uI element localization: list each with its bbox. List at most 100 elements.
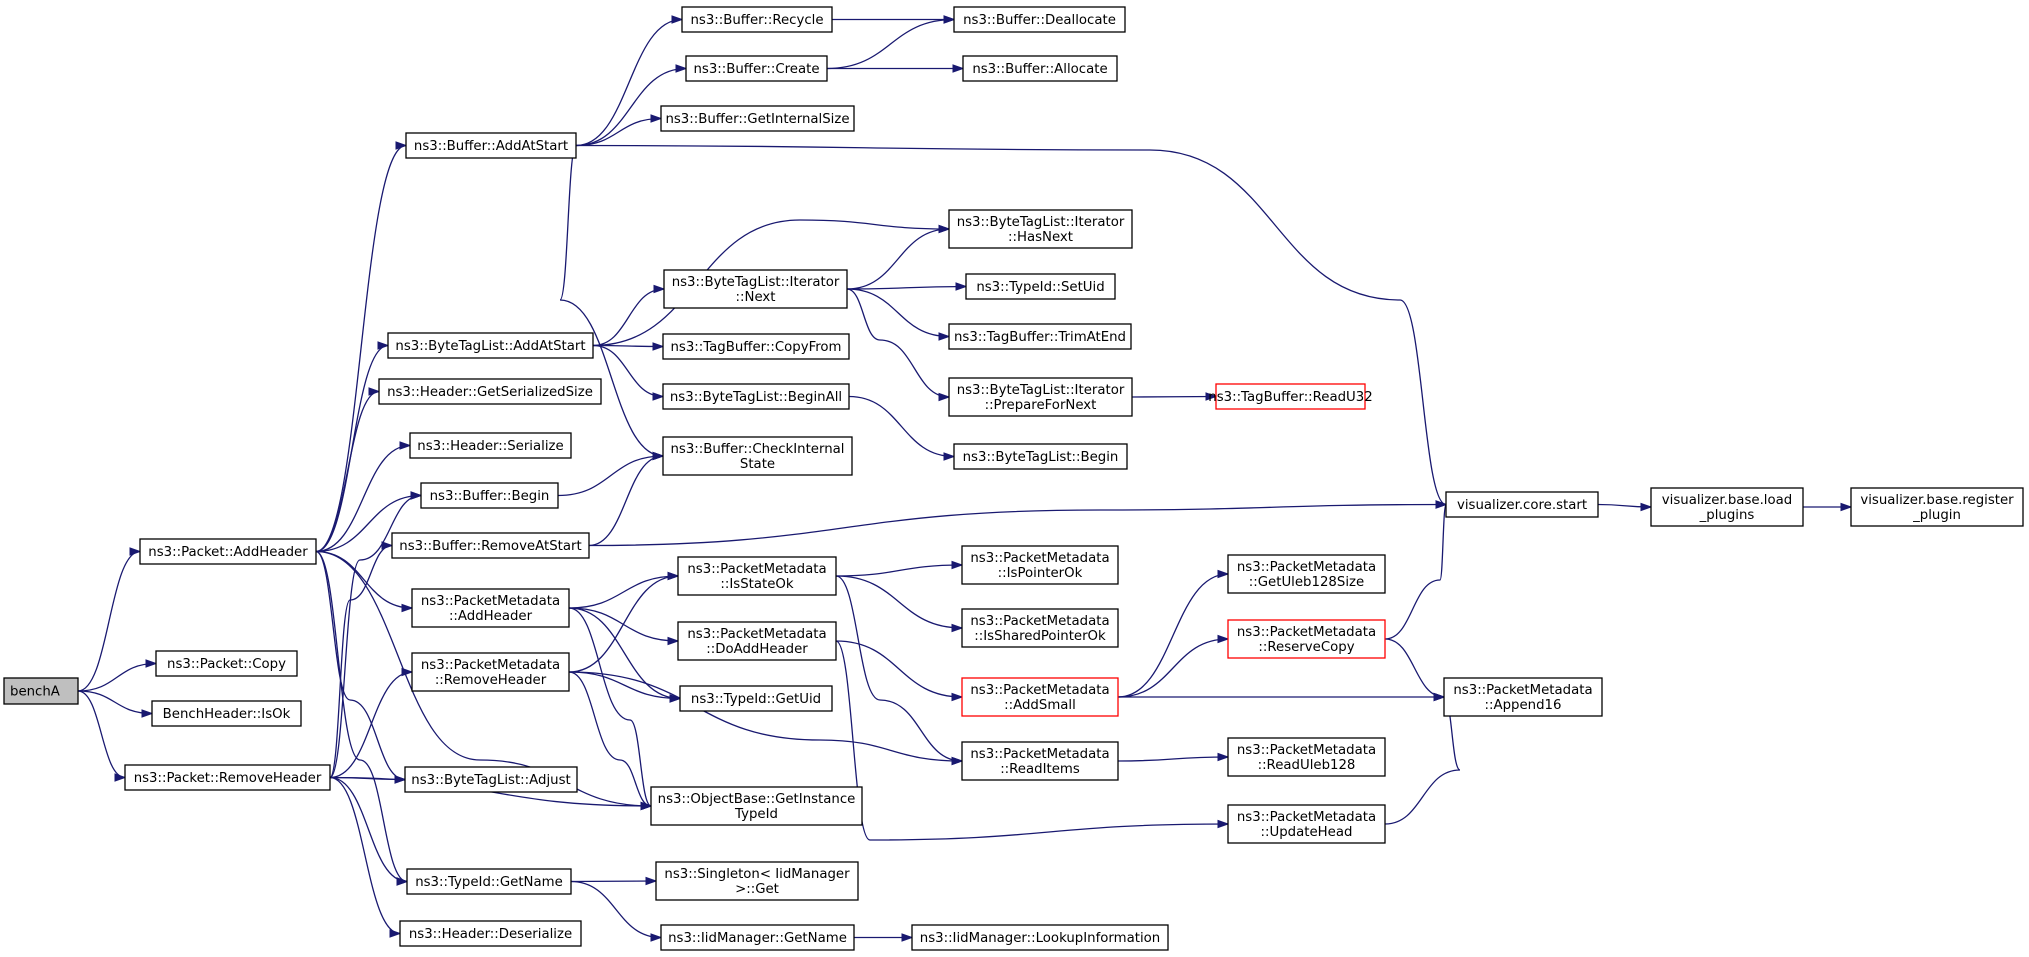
node-pm_isstateok[interactable]: ns3::PacketMetadata::IsStateOk (677, 556, 837, 596)
node-iid_getname[interactable]: ns3::IidManager::GetName (660, 924, 855, 951)
node-box[interactable] (1443, 677, 1603, 717)
node-btli_next[interactable]: ns3::ByteTagList::Iterator::Next (663, 269, 848, 309)
node-box[interactable] (685, 55, 828, 82)
node-pm_readuleb[interactable]: ns3::PacketMetadata::ReadUleb128 (1227, 737, 1386, 777)
node-box[interactable] (962, 55, 1118, 82)
node-tid_getname[interactable]: ns3::TypeId::GetName (406, 868, 572, 895)
node-box[interactable] (660, 924, 855, 951)
node-box[interactable] (1445, 491, 1599, 518)
node-box[interactable] (650, 786, 863, 826)
node-box[interactable] (404, 766, 578, 793)
node-pm_addsmall[interactable]: ns3::PacketMetadata::AddSmall (961, 677, 1119, 717)
node-box[interactable] (663, 269, 848, 309)
node-pm_issharedok[interactable]: ns3::PacketMetadata::IsSharedPointerOk (961, 608, 1119, 648)
node-pm_doaddheader[interactable]: ns3::PacketMetadata::DoAddHeader (677, 621, 837, 661)
node-tb_copyfrom[interactable]: ns3::TagBuffer::CopyFrom (662, 333, 850, 360)
node-box[interactable] (961, 677, 1119, 717)
node-box[interactable] (411, 588, 570, 628)
node-box[interactable] (406, 868, 572, 895)
node-pm_removeheader[interactable]: ns3::PacketMetadata::RemoveHeader (411, 652, 570, 692)
node-box[interactable] (679, 685, 833, 712)
node-pm_append16[interactable]: ns3::PacketMetadata::Append16 (1443, 677, 1603, 717)
node-btl_beginall[interactable]: ns3::ByteTagList::BeginAll (662, 383, 850, 410)
node-box[interactable] (948, 377, 1133, 417)
node-box[interactable] (662, 383, 850, 410)
node-box[interactable] (420, 482, 559, 509)
node-vis_register[interactable]: visualizer.base.register_plugin (1850, 487, 2024, 527)
node-box[interactable] (151, 700, 302, 727)
node-buf_dealloc[interactable]: ns3::Buffer::Deallocate (953, 6, 1126, 33)
node-bh_isok[interactable]: BenchHeader::IsOk (151, 700, 302, 727)
node-iid_lookup[interactable]: ns3::IidManager::LookupInformation (911, 924, 1169, 951)
node-hdr_deserialize[interactable]: ns3::Header::Deserialize (399, 920, 582, 947)
node-tb_trimatend[interactable]: ns3::TagBuffer::TrimAtEnd (948, 323, 1132, 350)
node-box[interactable] (948, 209, 1133, 249)
node-box[interactable] (378, 378, 602, 405)
node-benchA[interactable]: benchA (3, 677, 79, 705)
node-box[interactable] (677, 621, 837, 661)
node-box[interactable] (1850, 487, 2024, 527)
node-pkt_removeheader[interactable]: ns3::Packet::RemoveHeader (124, 764, 331, 791)
node-box[interactable] (655, 861, 859, 901)
node-pm_reservecopy[interactable]: ns3::PacketMetadata::ReserveCopy (1227, 619, 1386, 659)
node-box[interactable] (662, 333, 850, 360)
node-hdr_serialize[interactable]: ns3::Header::Serialize (409, 432, 572, 459)
node-buf_begin[interactable]: ns3::Buffer::Begin (420, 482, 559, 509)
node-buf_getinternal[interactable]: ns3::Buffer::GetInternalSize (660, 105, 855, 132)
node-box[interactable] (405, 132, 577, 159)
node-box[interactable] (681, 6, 833, 33)
node-box[interactable] (662, 436, 853, 476)
node-box[interactable] (948, 323, 1132, 350)
node-box[interactable] (399, 920, 582, 947)
node-btl_addatstart[interactable]: ns3::ByteTagList::AddAtStart (387, 332, 594, 359)
node-box[interactable] (965, 273, 1116, 300)
node-btl_begin[interactable]: ns3::ByteTagList::Begin (953, 443, 1128, 470)
node-pm_getuleb[interactable]: ns3::PacketMetadata::GetUleb128Size (1227, 554, 1386, 594)
node-box[interactable] (660, 105, 855, 132)
node-singleton_get[interactable]: ns3::Singleton< IidManager>::Get (655, 861, 859, 901)
node-box[interactable] (911, 924, 1169, 951)
node-pkt_copy[interactable]: ns3::Packet::Copy (155, 650, 298, 677)
node-box[interactable] (3, 677, 79, 705)
node-tid_setuid[interactable]: ns3::TypeId::SetUid (965, 273, 1116, 300)
node-box[interactable] (1227, 737, 1386, 777)
node-buf_removeatstart[interactable]: ns3::Buffer::RemoveAtStart (391, 532, 590, 559)
node-hdr_getser[interactable]: ns3::Header::GetSerializedSize (378, 378, 602, 405)
node-buf_recycle[interactable]: ns3::Buffer::Recycle (681, 6, 833, 33)
node-box[interactable] (1650, 487, 1804, 527)
node-buf_addatstart[interactable]: ns3::Buffer::AddAtStart (405, 132, 577, 159)
node-box[interactable] (1227, 619, 1386, 659)
node-buf_create[interactable]: ns3::Buffer::Create (685, 55, 828, 82)
node-box[interactable] (387, 332, 594, 359)
node-box[interactable] (953, 6, 1126, 33)
node-box[interactable] (677, 556, 837, 596)
node-btl_adjust[interactable]: ns3::ByteTagList::Adjust (404, 766, 578, 793)
node-tb_readu32[interactable]: ns3::TagBuffer::ReadU32 (1208, 383, 1373, 410)
node-pm_addheader[interactable]: ns3::PacketMetadata::AddHeader (411, 588, 570, 628)
node-box[interactable] (961, 741, 1119, 781)
node-box[interactable] (411, 652, 570, 692)
node-btli_hasnext[interactable]: ns3::ByteTagList::Iterator::HasNext (948, 209, 1133, 249)
node-box[interactable] (1227, 804, 1386, 844)
node-vis_core_start[interactable]: visualizer.core.start (1445, 491, 1599, 518)
node-buf_alloc[interactable]: ns3::Buffer::Allocate (962, 55, 1118, 82)
node-box[interactable] (155, 650, 298, 677)
node-box[interactable] (953, 443, 1128, 470)
node-pm_ispointerok[interactable]: ns3::PacketMetadata::IsPointerOk (961, 545, 1119, 585)
node-pkt_addheader[interactable]: ns3::Packet::AddHeader (139, 538, 317, 565)
node-box[interactable] (1227, 554, 1386, 594)
node-box[interactable] (961, 608, 1119, 648)
node-tid_getuid[interactable]: ns3::TypeId::GetUid (679, 685, 833, 712)
node-vis_load[interactable]: visualizer.base.load_plugins (1650, 487, 1804, 527)
node-box[interactable] (124, 764, 331, 791)
node-btli_prepare[interactable]: ns3::ByteTagList::Iterator::PrepareForNe… (948, 377, 1133, 417)
node-pm_updatehead[interactable]: ns3::PacketMetadata::UpdateHead (1227, 804, 1386, 844)
node-box[interactable] (1215, 383, 1366, 410)
node-box[interactable] (391, 532, 590, 559)
node-box[interactable] (139, 538, 317, 565)
node-pm_readitems[interactable]: ns3::PacketMetadata::ReadItems (961, 741, 1119, 781)
node-box[interactable] (409, 432, 572, 459)
node-box[interactable] (961, 545, 1119, 585)
